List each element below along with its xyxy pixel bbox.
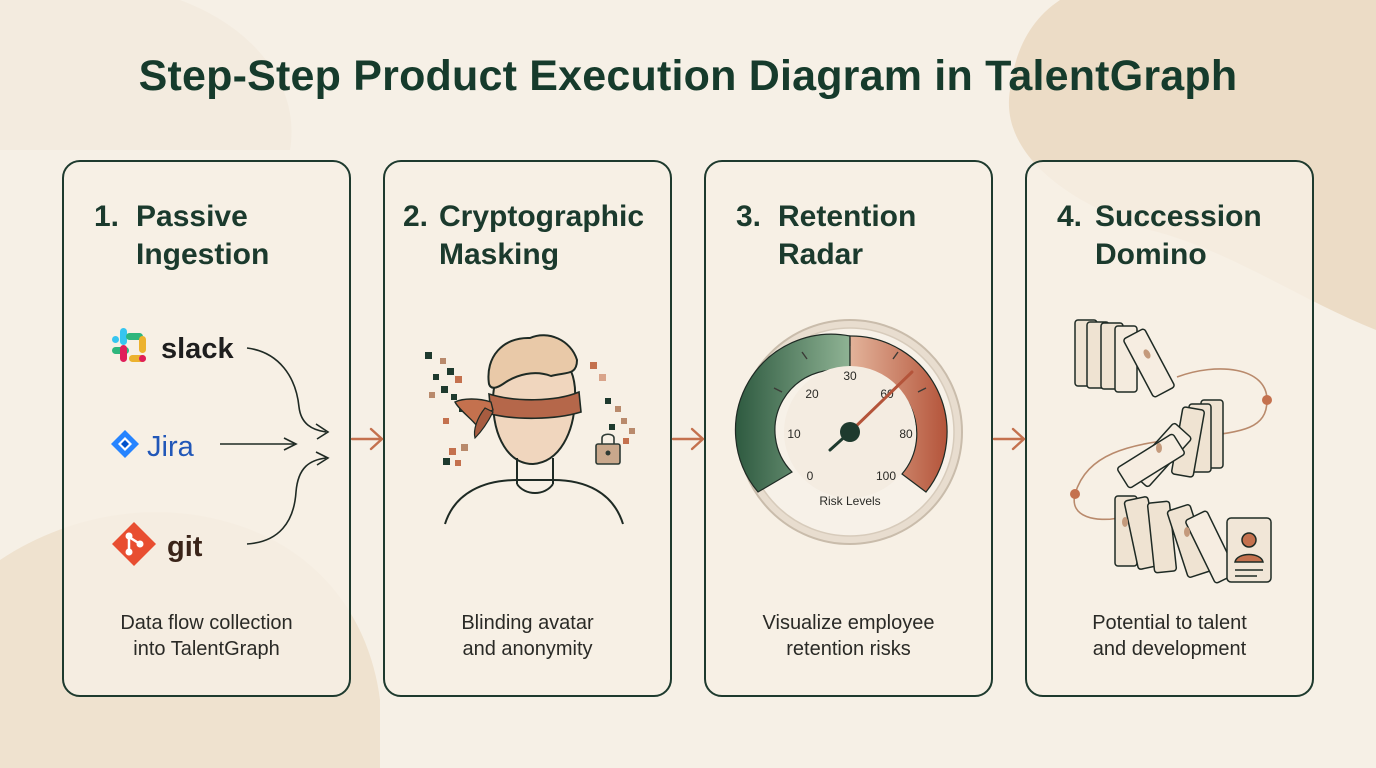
step-number: 4. [1057, 200, 1083, 233]
step-desc-line2: into TalentGraph [133, 638, 280, 660]
jira-icon [111, 430, 139, 458]
arrow-right-icon [992, 427, 1026, 451]
ingestion-illustration: slack Jira git [111, 328, 330, 566]
gauge-tick-label: 80 [899, 427, 913, 441]
step-description: Data flow collection into TalentGraph [64, 610, 349, 662]
domino-tiles [1074, 319, 1237, 584]
step-card-retention-radar: 3. Retention Radar [704, 160, 993, 697]
jira-label: Jira [147, 431, 195, 463]
gauge-tick-label: 20 [805, 387, 819, 401]
step-description: Potential to talent and development [1027, 610, 1312, 662]
step-title-line1: Passive [136, 200, 248, 233]
page-title: Step-Step Product Execution Diagram in T… [138, 52, 1238, 100]
slack-icon [112, 328, 146, 362]
step-number: 2. [403, 200, 429, 233]
step-card-succession-domino: 4. Succession Domino [1025, 160, 1314, 697]
profile-card-icon [1226, 517, 1272, 583]
step-number: 1. [94, 200, 120, 233]
risk-gauge-illustration: 0 10 20 30 60 80 100 Risk Levels [734, 319, 963, 545]
slack-label: slack [161, 333, 234, 365]
step-desc-line2: retention risks [786, 638, 911, 660]
step-title-line1: Succession [1095, 200, 1262, 233]
step-title-line1: Retention [778, 200, 917, 233]
arrow-right-icon [350, 427, 384, 451]
step-title-line2: Ingestion [136, 238, 270, 271]
step-title-line1: Cryptographic [439, 200, 645, 233]
step-desc-line1: Potential to talent [1092, 612, 1247, 634]
arrow-right-icon [671, 427, 705, 451]
gauge-tick-label: 0 [807, 469, 814, 483]
gauge-tick-label: 10 [787, 427, 801, 441]
gauge-tick-label: 100 [876, 469, 896, 483]
step-desc-line2: and anonymity [462, 638, 593, 660]
blindfolded-avatar-illustration [425, 334, 635, 525]
domino-pips [1122, 349, 1190, 537]
step-title-line2: Masking [439, 238, 560, 271]
step-description: Visualize employee retention risks [706, 610, 991, 662]
step-title-line2: Domino [1095, 238, 1207, 271]
step-desc-line1: Data flow collection [120, 612, 293, 634]
step-desc-line1: Visualize employee [762, 612, 935, 634]
step-desc-line1: Blinding avatar [461, 612, 594, 634]
lock-icon [595, 433, 621, 465]
gauge-tick-labels: 0 10 20 30 60 80 100 Risk Levels [787, 369, 913, 508]
flow-lines [220, 347, 330, 545]
gauge-needle [828, 370, 914, 452]
pixel-noise [425, 352, 635, 466]
step-title-line2: Radar [778, 238, 864, 271]
step-description: Blinding avatar and anonymity [385, 610, 670, 662]
step-card-cryptographic-masking: 2. Cryptographic Masking [383, 160, 672, 697]
domino-illustration [1070, 319, 1272, 584]
gauge-tick-label: 30 [843, 369, 857, 383]
git-label: git [167, 531, 203, 563]
blindfold-icon [454, 390, 582, 440]
step-desc-line2: and development [1092, 638, 1247, 660]
gauge-caption: Risk Levels [819, 494, 880, 508]
step-number: 3. [736, 200, 762, 233]
step-card-passive-ingestion: 1. Passive Ingestion slack Jira [62, 160, 351, 697]
git-icon [112, 522, 156, 566]
